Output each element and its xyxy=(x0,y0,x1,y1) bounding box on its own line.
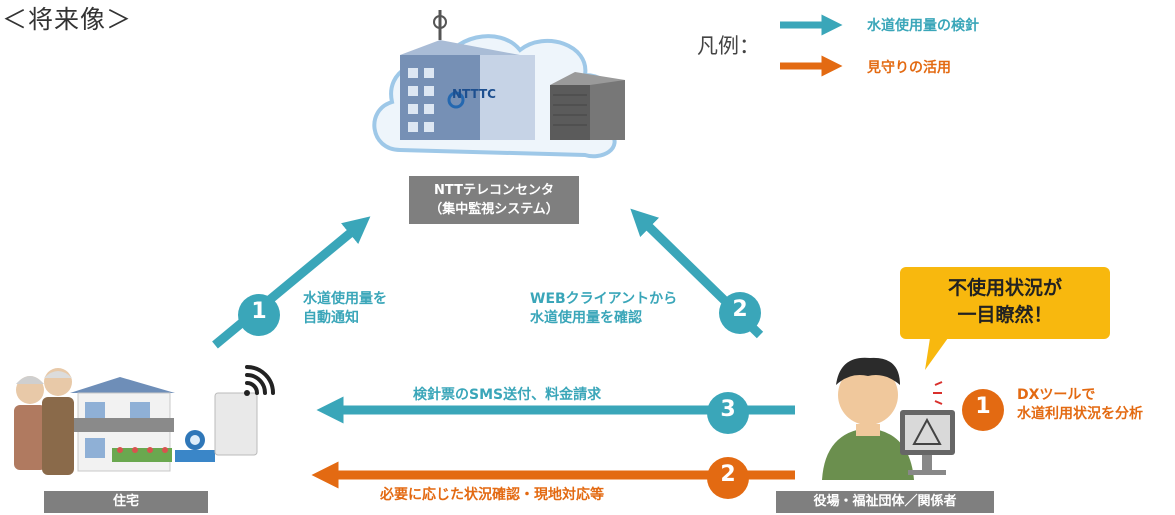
step-number-1-orange: 1 xyxy=(975,394,991,419)
office-worker-icon xyxy=(822,357,914,480)
flow-dx-analysis-line1: DXツールで xyxy=(1017,387,1096,403)
flow-web-check-line2: 水道使用量を確認 xyxy=(530,310,642,326)
legend-item-watch: 見守りの活用 xyxy=(867,60,951,76)
center-label-line1: NTTテレコンセンタ xyxy=(434,183,554,198)
step-badge-1-teal xyxy=(238,294,280,336)
elderly-couple-icon xyxy=(14,368,74,475)
step-badge-2-orange xyxy=(707,457,749,499)
flow-auto-notify-text: 水道使用量を 自動通知 xyxy=(303,290,387,328)
water-meter-icon xyxy=(175,430,215,462)
sensor-device-icon xyxy=(214,392,258,456)
house-icon xyxy=(70,377,175,472)
step-number-3-teal: 3 xyxy=(720,397,736,422)
warning-monitor-icon xyxy=(900,410,955,475)
house-label: 住宅 xyxy=(44,491,208,513)
arrow-house-to-center xyxy=(212,216,371,349)
step-badge-3-teal xyxy=(707,392,749,434)
step-number-2-teal: 2 xyxy=(732,297,748,322)
flow-auto-notify-line2: 自動通知 xyxy=(303,310,359,326)
step-number-2-orange: 2 xyxy=(720,462,736,487)
wifi-icon xyxy=(244,365,275,396)
bubble-tail xyxy=(925,338,948,370)
flow-site-check-text: 必要に応じた状況確認・現地対応等 xyxy=(380,487,604,503)
bubble-line1: 不使用状況が xyxy=(947,277,1062,299)
speech-bubble: 不使用状況が 一目瞭然！ xyxy=(900,267,1110,339)
flow-dx-analysis-line2: 水道利用状況を分析 xyxy=(1017,406,1143,422)
step-badge-1-orange xyxy=(962,389,1004,431)
flow-web-check-text: WEBクライアントから 水道使用量を確認 xyxy=(530,290,677,328)
legend-label: 凡例： xyxy=(697,34,760,58)
bubble-line2: 一目瞭然！ xyxy=(957,304,1053,326)
step-number-1-teal: 1 xyxy=(251,299,267,324)
office-label: 役場・福祉団体／関係者 xyxy=(776,491,994,513)
flow-auto-notify-line1: 水道使用量を xyxy=(303,291,387,307)
flow-sms-billing-text: 検針票のSMS送付、料金請求 xyxy=(413,387,602,403)
page-title: ＜将来像＞ xyxy=(2,5,133,34)
flow-dx-analysis-text: DXツールで 水道利用状況を分析 xyxy=(1017,386,1143,424)
center-label-line2: （集中監視システム） xyxy=(429,202,559,217)
step-badge-2-teal xyxy=(719,292,761,334)
center-logo: NTTTC xyxy=(452,87,496,101)
legend-item-meter: 水道使用量の検針 xyxy=(867,18,979,34)
flow-web-check-line1: WEBクライアントから xyxy=(530,291,678,307)
center-label-box: NTTテレコンセンタ （集中監視システム） xyxy=(409,176,579,224)
cloud-server-icon xyxy=(372,10,625,159)
